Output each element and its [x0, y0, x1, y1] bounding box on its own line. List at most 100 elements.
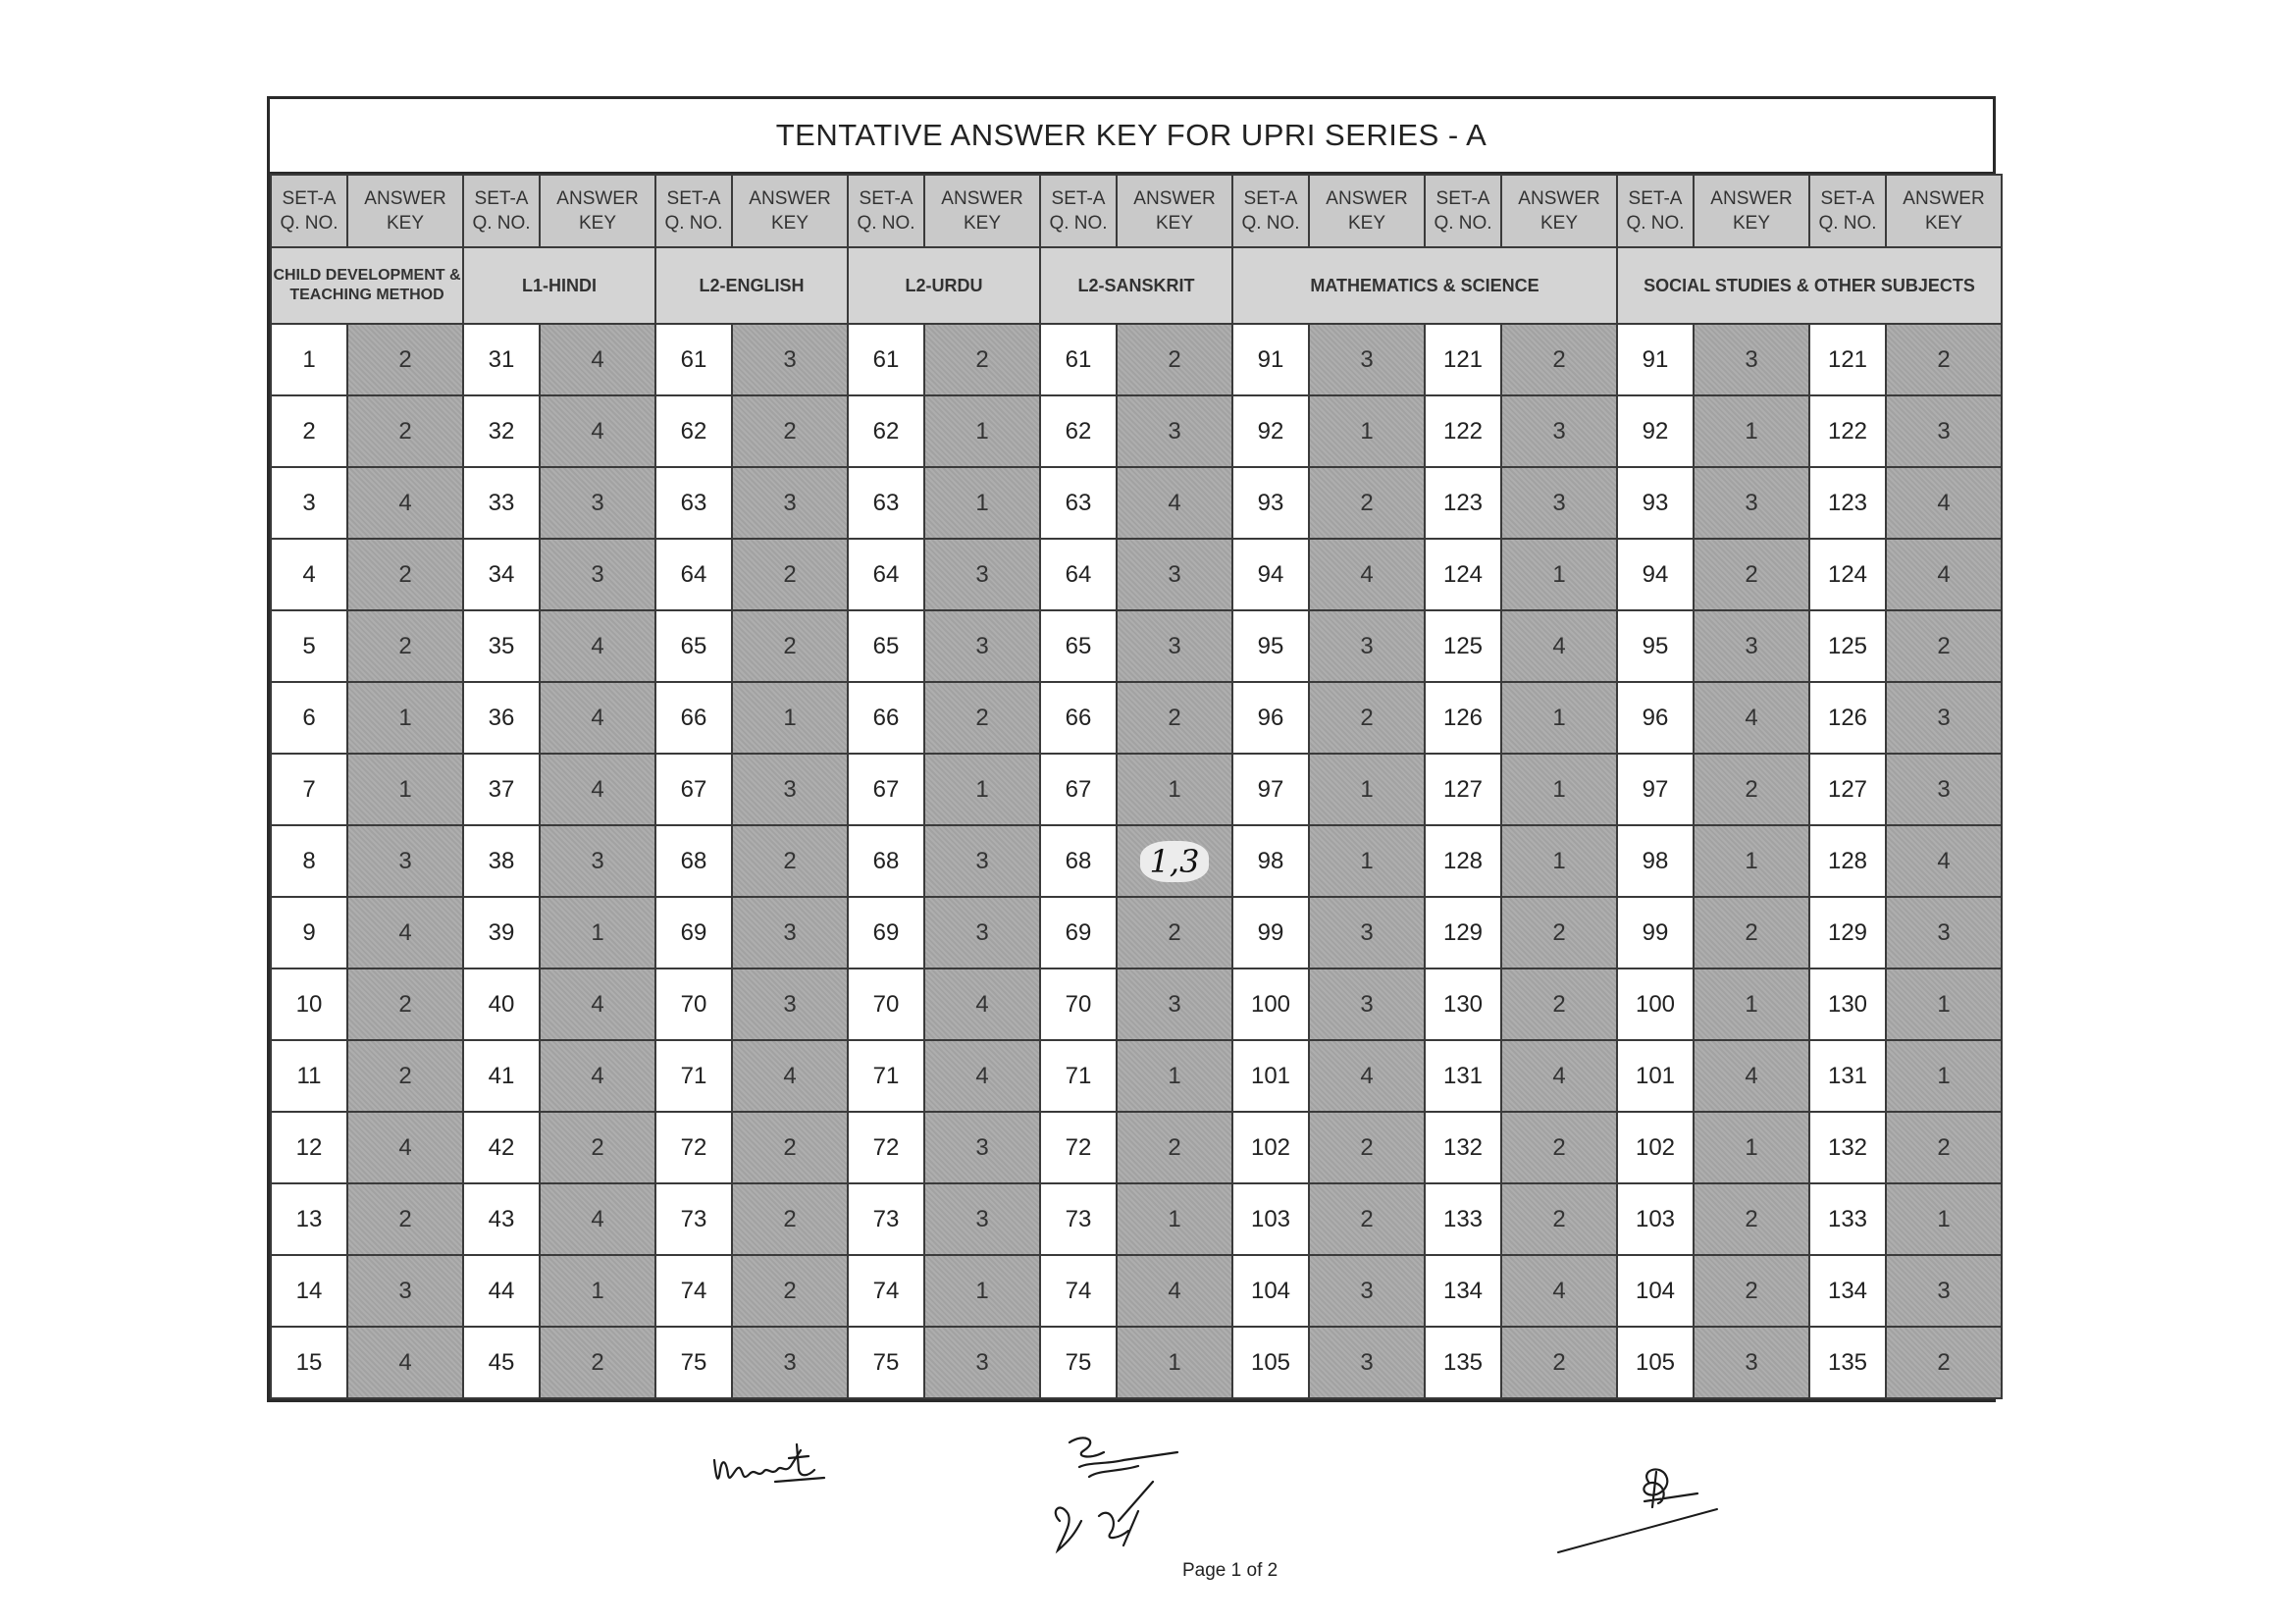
- question-number-cell: 13: [270, 1182, 348, 1256]
- question-number-cell: 74: [1039, 1254, 1118, 1328]
- question-number-cell: 135: [1424, 1326, 1502, 1399]
- question-number-cell: 41: [462, 1039, 541, 1113]
- answer-key-cell: 2: [1116, 681, 1233, 755]
- question-number-cell: 67: [847, 753, 925, 826]
- question-number-cell: 72: [654, 1111, 733, 1184]
- answer-key-cell: 2: [731, 609, 849, 683]
- question-number-cell: 10: [270, 968, 348, 1041]
- question-number-cell: 91: [1231, 323, 1310, 396]
- question-number-cell: 33: [462, 466, 541, 540]
- answer-key-cell: 1: [1693, 968, 1810, 1041]
- question-number-cell: 66: [847, 681, 925, 755]
- answer-key-cell: 3: [923, 609, 1041, 683]
- answer-key-cell: 1: [1885, 968, 2003, 1041]
- question-number-cell: 31: [462, 323, 541, 396]
- question-number-cell: 100: [1231, 968, 1310, 1041]
- answer-key-cell: 3: [1500, 394, 1618, 468]
- answer-key-cell: 2: [1308, 1182, 1426, 1256]
- answer-key-cell: 4: [1693, 681, 1810, 755]
- answer-key-cell: 4: [539, 1039, 656, 1113]
- question-number-cell: 69: [654, 896, 733, 969]
- answer-key-cell: 2: [1500, 1182, 1618, 1256]
- answer-key-cell: 2: [1500, 968, 1618, 1041]
- question-number-cell: 121: [1808, 323, 1887, 396]
- question-number-cell: 134: [1808, 1254, 1887, 1328]
- question-number-cell: 92: [1616, 394, 1695, 468]
- question-number-cell: 72: [1039, 1111, 1118, 1184]
- question-number-cell: 104: [1616, 1254, 1695, 1328]
- answer-key-cell: 4: [1500, 1254, 1618, 1328]
- answer-key-cell: 2: [731, 538, 849, 611]
- answer-key-cell: 2: [1885, 323, 2003, 396]
- answer-key-cell: 3: [1885, 394, 2003, 468]
- subject-header: SOCIAL STUDIES & OTHER SUBJECTS: [1616, 246, 2003, 325]
- page-number: Page 1 of 2: [1182, 1560, 1278, 1581]
- question-number-cell: 124: [1424, 538, 1502, 611]
- subject-header: L2-ENGLISH: [654, 246, 849, 325]
- answer-key-cell: 3: [1885, 753, 2003, 826]
- question-number-cell: 1: [270, 323, 348, 396]
- answer-key-cell: 2: [1500, 896, 1618, 969]
- answer-key-cell: 3: [731, 896, 849, 969]
- answer-key-cell: 3: [1885, 1254, 2003, 1328]
- question-number-cell: 99: [1231, 896, 1310, 969]
- answer-key-cell: 2: [1693, 538, 1810, 611]
- answer-key-cell: 4: [539, 1182, 656, 1256]
- answer-key-cell: 3: [1885, 896, 2003, 969]
- answer-key-cell: 3: [1885, 681, 2003, 755]
- subject-header: L1-HINDI: [462, 246, 656, 325]
- question-number-cell: 75: [847, 1326, 925, 1399]
- question-number-cell: 129: [1424, 896, 1502, 969]
- question-number-cell: 62: [847, 394, 925, 468]
- answer-key-cell: 4: [1693, 1039, 1810, 1113]
- question-number-cell: 70: [654, 968, 733, 1041]
- answer-key-cell: 4: [1885, 538, 2003, 611]
- question-number-cell: 133: [1808, 1182, 1887, 1256]
- question-number-cell: 36: [462, 681, 541, 755]
- question-number-cell: 101: [1616, 1039, 1695, 1113]
- question-number-cell: 122: [1424, 394, 1502, 468]
- answer-key-cell: 2: [731, 1182, 849, 1256]
- answer-key-cell: 3: [923, 538, 1041, 611]
- answer-key-cell: 3: [923, 1326, 1041, 1399]
- answer-key-cell: 1: [1116, 753, 1233, 826]
- question-number-cell: 75: [654, 1326, 733, 1399]
- question-number-cell: 71: [654, 1039, 733, 1113]
- answer-key-cell: 4: [346, 1111, 464, 1184]
- answer-key-cell: 3: [1116, 609, 1233, 683]
- question-number-cell: 102: [1616, 1111, 1695, 1184]
- question-number-cell: 64: [1039, 538, 1118, 611]
- answer-key-cell: 3: [539, 824, 656, 898]
- answer-key-cell: 4: [923, 968, 1041, 1041]
- answer-key-cell: 2: [1116, 1111, 1233, 1184]
- question-number-cell: 45: [462, 1326, 541, 1399]
- question-number-cell: 65: [1039, 609, 1118, 683]
- question-number-cell: 97: [1616, 753, 1695, 826]
- question-number-cell: 65: [847, 609, 925, 683]
- question-number-cell: 68: [1039, 824, 1118, 898]
- question-number-cell: 132: [1808, 1111, 1887, 1184]
- answer-key-cell: 4: [1116, 466, 1233, 540]
- answer-key-cell: 1: [1308, 824, 1426, 898]
- question-number-cell: 38: [462, 824, 541, 898]
- answer-key-cell: 3: [731, 753, 849, 826]
- question-number-cell: 66: [1039, 681, 1118, 755]
- question-number-cell: 103: [1616, 1182, 1695, 1256]
- answer-key-cell: 4: [346, 896, 464, 969]
- question-number-cell: 3: [270, 466, 348, 540]
- answer-key-cell: 4: [1308, 538, 1426, 611]
- answer-key-cell: 1: [923, 466, 1041, 540]
- question-number-cell: 35: [462, 609, 541, 683]
- question-number-cell: 64: [847, 538, 925, 611]
- question-number-cell: 34: [462, 538, 541, 611]
